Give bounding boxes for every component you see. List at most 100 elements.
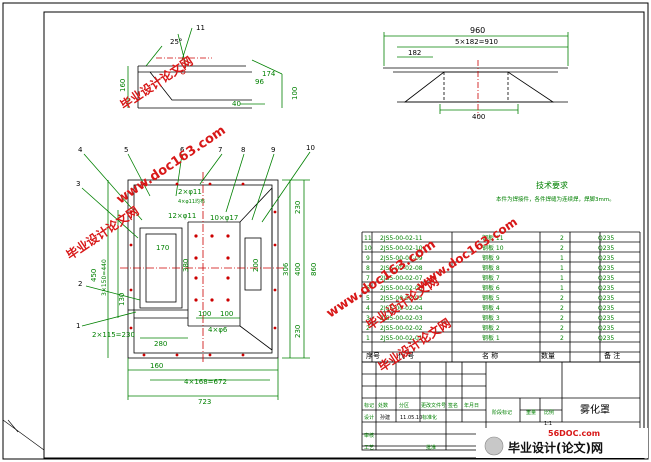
- row-mat: Q235: [598, 335, 614, 342]
- header-name: 名 称: [482, 351, 498, 360]
- watermark-brand-4: 毕业设计论文网: [375, 315, 453, 374]
- row-no: 4: [366, 305, 370, 312]
- row-mat: Q235: [598, 275, 614, 282]
- callout-1: 1: [76, 322, 80, 330]
- row-no: 11: [364, 235, 372, 242]
- side-view-labels: 11 25° 160 174 96 100 40: [119, 24, 299, 108]
- watermark-brand-2: 毕业设计论文网: [117, 53, 195, 112]
- tech-requirements: 技术要求 本件为焊接件，各件焊缝为连续焊，焊脚3mm。: [496, 180, 615, 203]
- tech-req-line: 本件为焊接件，各件焊缝为连续焊，焊脚3mm。: [496, 195, 615, 203]
- callout-8: 8: [241, 146, 245, 154]
- label-review: 审核: [364, 432, 374, 439]
- front-view-holes: [129, 182, 277, 357]
- dim-380: 380: [182, 259, 190, 272]
- watermarks: www.doc163.com www.doc163.com 毕业设计论文网 毕业…: [63, 53, 520, 374]
- corner-brand: 毕业设计(论文)网: [508, 440, 603, 455]
- top-view-labels: 960 5×182=910 182 400: [408, 26, 498, 121]
- label-weight: 重量: [526, 409, 536, 416]
- dim-bottom-400: 400: [472, 113, 485, 121]
- row-no: 5: [366, 295, 370, 302]
- label-process: 工艺: [364, 445, 374, 451]
- row-no: 7: [366, 275, 370, 282]
- table-row: 7 2JS5-00-02-07 钢板 7 1 Q235: [366, 274, 614, 282]
- label-scale: 比例: [544, 409, 554, 416]
- title-block-grid: [361, 361, 641, 451]
- row-qty: 1: [560, 275, 564, 282]
- side-view: [127, 27, 283, 109]
- dim-right-bot-230: 230: [294, 325, 302, 338]
- dim-overall-960: 960: [470, 26, 485, 35]
- row-qty: 2: [560, 295, 564, 302]
- row-mat: Q235: [598, 285, 614, 292]
- holes-12: 12×φ11: [168, 212, 196, 220]
- dim-right-top-230: 230: [294, 201, 302, 214]
- label-design: 设计: [364, 414, 374, 421]
- header-no: 序号: [366, 351, 380, 360]
- row-name: 钢板 6: [482, 284, 500, 292]
- row-no: 9: [366, 255, 370, 262]
- dim-left-small-130: 130: [118, 293, 126, 306]
- table-row: 2 2JS5-00-02-02 钢板 2 2 Q235: [366, 324, 614, 332]
- note-small: 4×φ11均布: [178, 198, 205, 205]
- dim-height-160: 160: [119, 79, 127, 92]
- callout-7: 7: [218, 146, 222, 154]
- row-qty: 2: [560, 335, 564, 342]
- row-mat: Q235: [598, 245, 614, 252]
- dim-left-182: 182: [408, 49, 421, 57]
- row-code: 2JS5-00-02-02: [380, 325, 423, 332]
- row-code: 2JS5-00-02-08: [380, 265, 423, 272]
- corner-site: 56DOC.com: [548, 429, 600, 438]
- row-mat: Q235: [598, 315, 614, 322]
- callout-2: 2: [78, 280, 82, 288]
- row-code: 2JS5-00-02-09: [380, 255, 423, 262]
- row-mat: Q235: [598, 295, 614, 302]
- row-code: 2JS5-00-02-03: [380, 315, 423, 322]
- dim-pitch-672: 4×168=672: [184, 378, 227, 386]
- row-no: 8: [366, 265, 370, 272]
- row-qty: 2: [560, 235, 564, 242]
- row-name: 钢板 7: [482, 274, 500, 282]
- label-zone: 分区: [399, 402, 409, 409]
- callout-10: 10: [306, 144, 315, 152]
- row-mat: Q235: [598, 255, 614, 262]
- row-no: 3: [366, 315, 370, 322]
- label-sign: 签名: [448, 402, 458, 409]
- dim-96: 96: [255, 78, 264, 86]
- row-name: 钢板 8: [482, 264, 500, 272]
- dim-100a: 100: [198, 310, 211, 318]
- design-name: 孙建: [380, 414, 390, 421]
- label-count: 处数: [378, 402, 388, 409]
- label-date: 年月日: [464, 402, 479, 409]
- row-qty: 1: [560, 265, 564, 272]
- callout-3: 3: [76, 180, 80, 188]
- dim-pitch-910: 5×182=910: [455, 38, 498, 46]
- watermark-site-1: www.doc163.com: [114, 123, 229, 207]
- dim-left-outer-450: 450: [90, 269, 98, 282]
- header-code: 代 号: [398, 351, 414, 360]
- table-row: 3 2JS5-00-02-03 钢板 3 2 Q235: [366, 314, 614, 322]
- header-remark: 备 注: [604, 351, 620, 360]
- label-mark: 标记: [364, 402, 374, 409]
- row-no: 6: [366, 285, 370, 292]
- dim-right-inner-306: 306: [282, 262, 290, 276]
- dim-174: 174: [262, 70, 276, 78]
- row-mat: Q235: [598, 265, 614, 272]
- row-no: 1: [366, 335, 370, 342]
- header-qty: 数量: [541, 351, 555, 360]
- row-qty: 2: [560, 325, 564, 332]
- row-code: 2JS5-00-02-06: [380, 285, 423, 292]
- dim-200: 200: [252, 259, 260, 272]
- row-name: 钢板 2: [482, 324, 500, 332]
- corner-badge: 56DOC.com 毕业设计(论文)网: [476, 428, 648, 458]
- row-qty: 2: [560, 305, 564, 312]
- row-qty: 1: [560, 255, 564, 262]
- row-qty: 1: [560, 285, 564, 292]
- dim-bottom-small-230: 2×115=230: [92, 331, 135, 339]
- table-row: 8 2JS5-00-02-08 钢板 8 1 Q235: [366, 264, 614, 272]
- top-view: [383, 32, 569, 116]
- front-view-labels: 4 5 6 7 8 9 10 3 2 1 2×φ11 4×φ11均布 12×φ1…: [76, 144, 318, 406]
- row-code: 2JS5-00-02-04: [380, 305, 423, 312]
- row-qty: 2: [560, 245, 564, 252]
